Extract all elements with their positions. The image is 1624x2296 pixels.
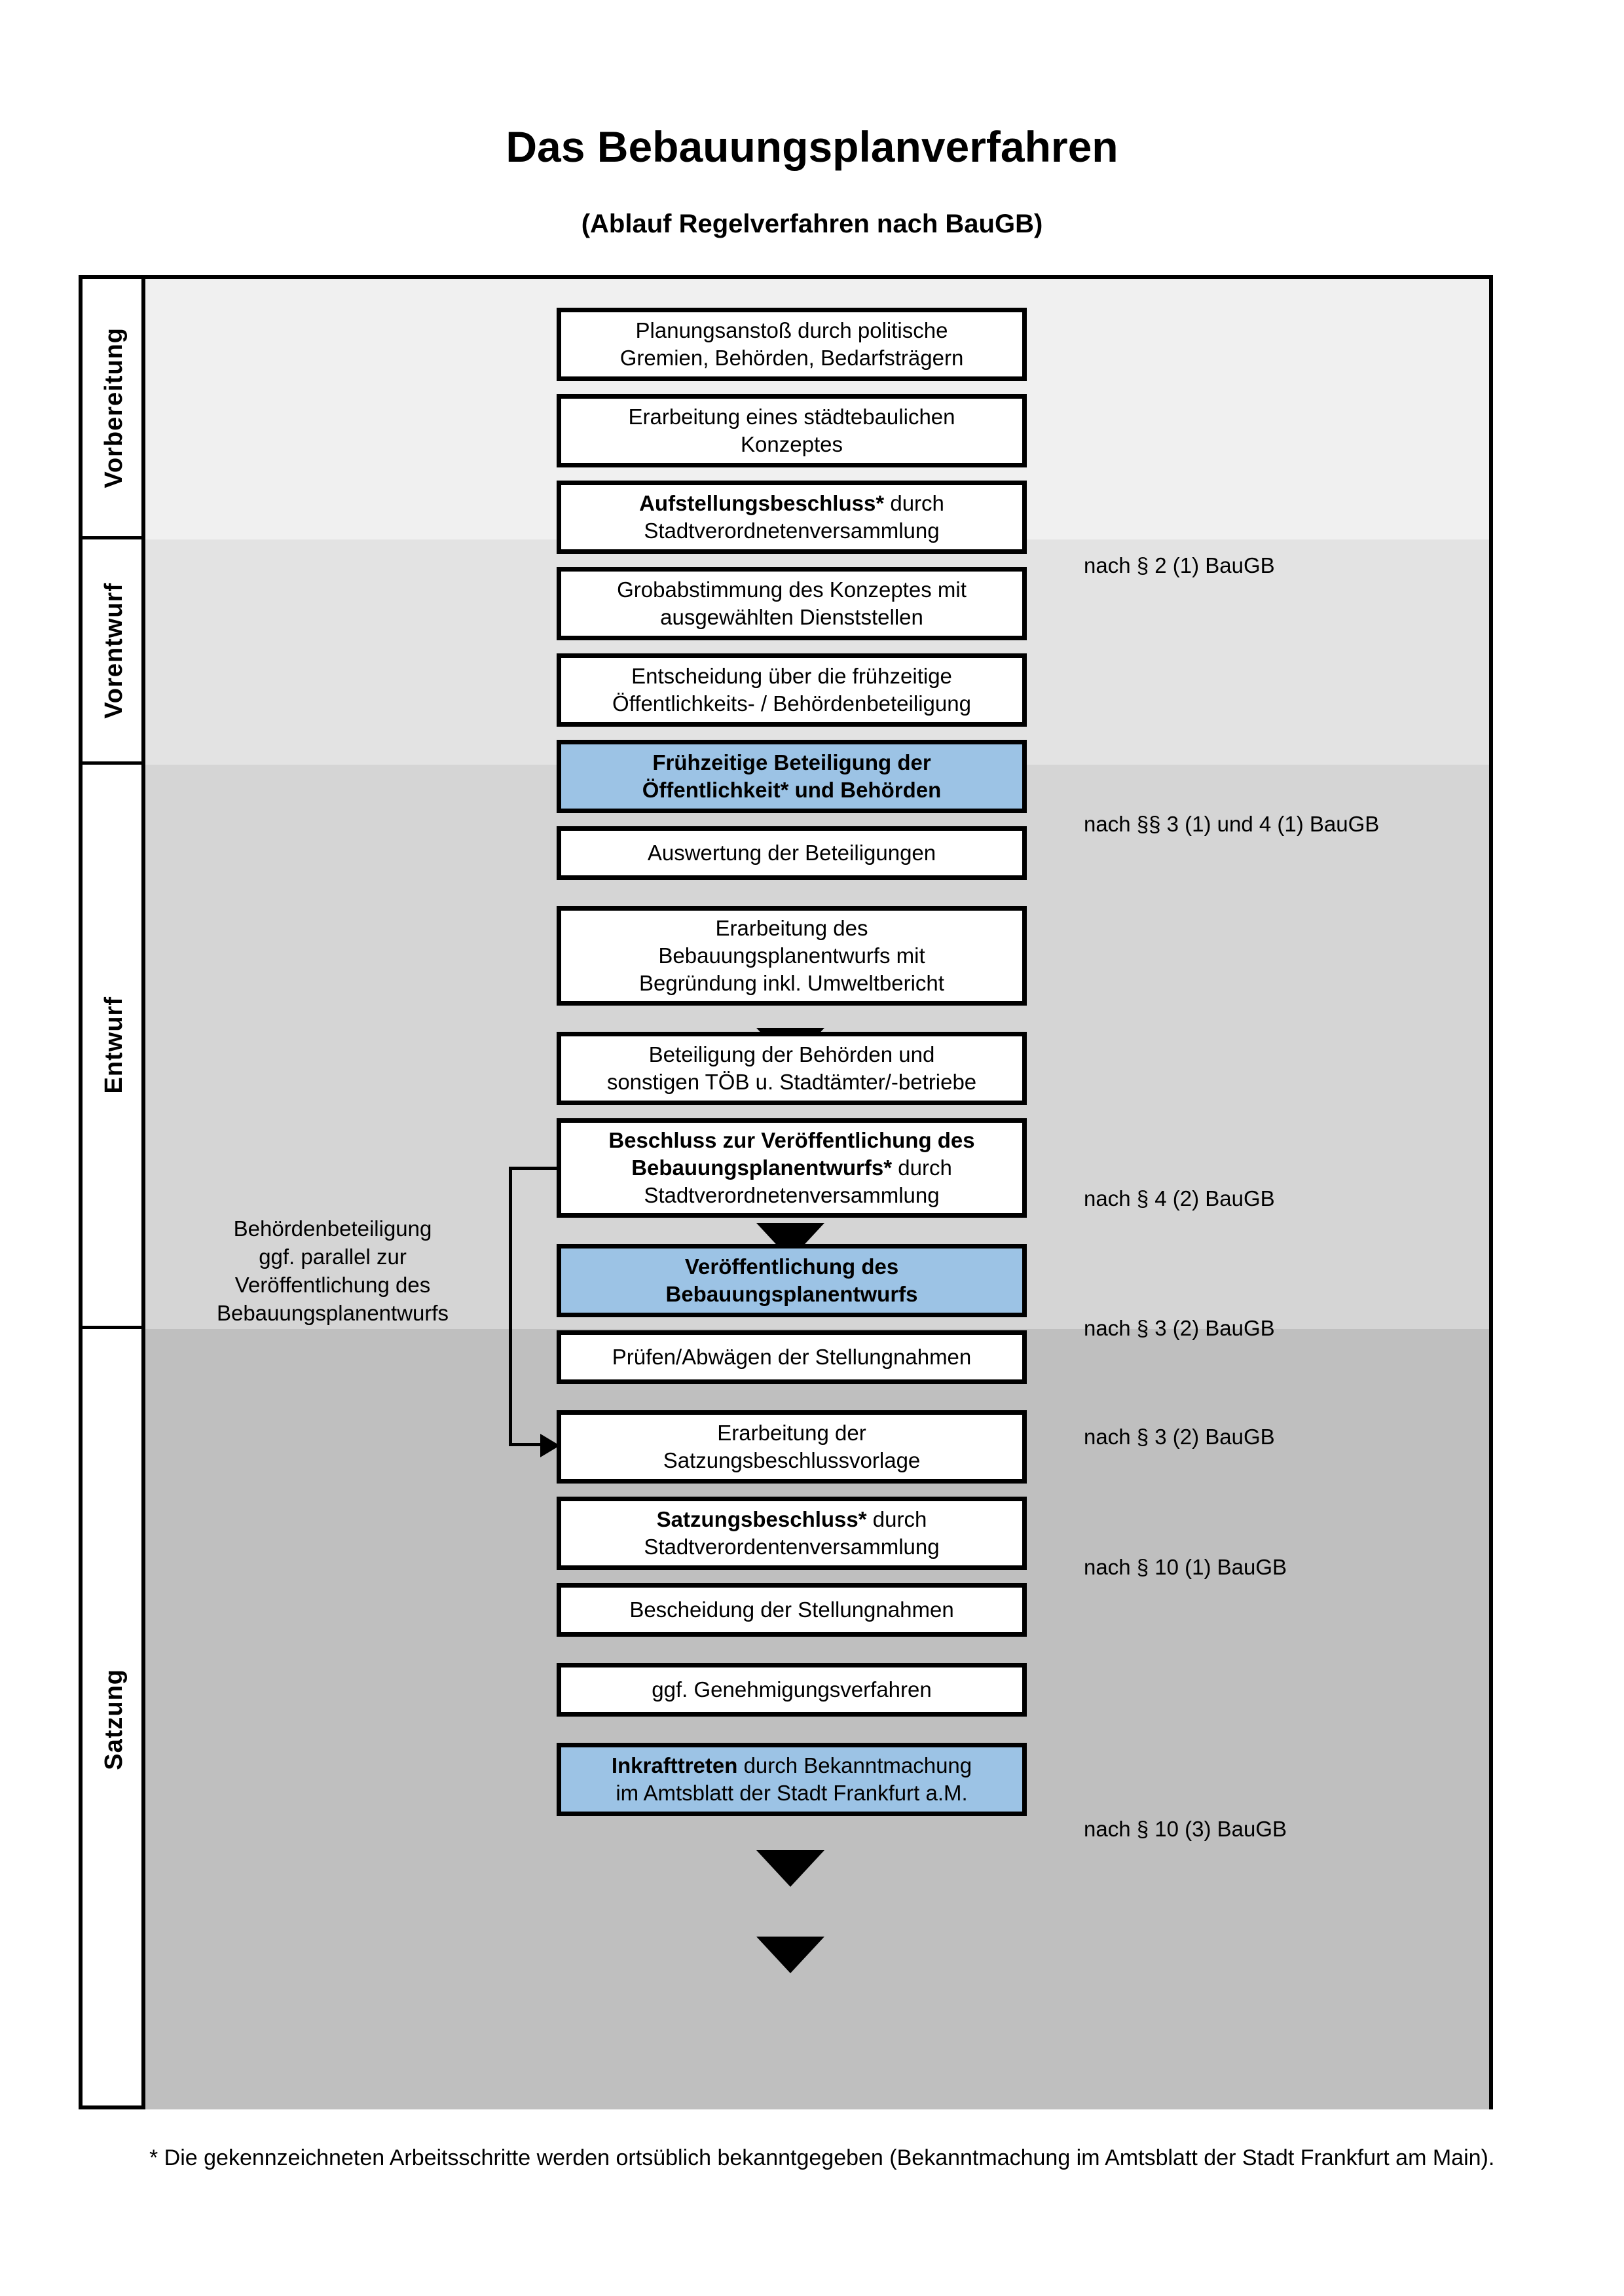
flow-arrow	[756, 1937, 824, 1973]
page-subtitle: (Ablauf Regelverfahren nach BauGB)	[581, 210, 1043, 238]
side-note-line: Veröffentlichung des	[234, 1272, 431, 1297]
step-line-rest: durch	[866, 1506, 927, 1531]
step-box-erarbeitung-entwurf[interactable]: Erarbeitung des Bebauungsplanentwurfs mi…	[557, 906, 1027, 1006]
step-line: Frühzeitige Beteiligung der	[652, 750, 931, 774]
side-note-line: Behördenbeteiligung	[233, 1216, 432, 1241]
side-note-line: ggf. parallel zur	[259, 1244, 407, 1269]
step-box-satzungsbeschlussvorlage[interactable]: Erarbeitung der Satzungsbeschlussvorlage	[557, 1410, 1027, 1484]
legal-note-par10-3: nach § 10 (3) BauGB	[1084, 1817, 1287, 1841]
step-line: Planungsanstoß durch politische	[635, 318, 948, 342]
step-box-veroeffentlichung[interactable]: Veröffentlichung des Bebauungsplanentwur…	[557, 1244, 1027, 1317]
parallel-branch-vertical	[509, 1167, 512, 1446]
step-line: Bebauungsplanentwurfs	[665, 1282, 918, 1306]
step-line: Prüfen/Abwägen der Stellungnahmen	[612, 1344, 972, 1369]
step-box-satzungsbeschluss[interactable]: Satzungsbeschluss* durch Stadtverordente…	[557, 1497, 1027, 1570]
step-line: Satzungsbeschlussvorlage	[663, 1448, 921, 1472]
step-box-auswertung[interactable]: Auswertung der Beteiligungen	[557, 826, 1027, 880]
step-box-inkrafttreten[interactable]: Inkrafttreten durch Bekanntmachung im Am…	[557, 1743, 1027, 1816]
step-line-bold: Inkrafttreten	[611, 1753, 738, 1777]
stage-label-vorentwurf: Vorentwurf	[83, 539, 145, 765]
legal-note-par3-4: nach §§ 3 (1) und 4 (1) BauGB	[1084, 812, 1380, 836]
step-line: Stadtverordnetenversammlung	[644, 519, 940, 543]
stage-label-satzung: Satzung	[83, 1329, 145, 2109]
step-box-entscheidung-fruehzeitig[interactable]: Entscheidung über die frühzeitige Öffent…	[557, 653, 1027, 727]
step-box-pruefen-abwaegen[interactable]: Prüfen/Abwägen der Stellungnahmen	[557, 1330, 1027, 1384]
step-box-fruehzeitige-beteiligung[interactable]: Frühzeitige Beteiligung der Öffentlichke…	[557, 740, 1027, 813]
legal-note-par4-2: nach § 4 (2) BauGB	[1084, 1186, 1275, 1211]
step-line: Beschluss zur Veröffentlichung des	[608, 1127, 975, 1152]
step-box-bescheidung[interactable]: Bescheidung der Stellungnahmen	[557, 1583, 1027, 1637]
step-line: Entscheidung über die frühzeitige	[631, 663, 952, 688]
flow-arrow	[756, 1850, 824, 1887]
stage-label-text: Vorbereitung	[100, 327, 128, 488]
step-line: Erarbeitung des	[715, 915, 868, 940]
parallel-branch-top	[509, 1167, 559, 1170]
step-line: Bescheidung der Stellungnahmen	[629, 1597, 954, 1622]
step-line: Öffentlichkeits- / Behördenbeteiligung	[612, 691, 971, 716]
legal-note-par10-1: nach § 10 (1) BauGB	[1084, 1555, 1287, 1579]
step-line: Öffentlichkeit* und Behörden	[642, 778, 942, 802]
step-line: Grobabstimmung des Konzeptes mit	[617, 577, 967, 602]
step-line: Beteiligung der Behörden und	[648, 1042, 935, 1066]
step-box-grobabstimmung[interactable]: Grobabstimmung des Konzeptes mit ausgewä…	[557, 567, 1027, 640]
step-line-rest: durch	[884, 490, 944, 515]
step-line: Inkrafttreten durch Bekanntmachung	[612, 1752, 972, 1779]
side-note-line: Bebauungsplanentwurfs	[216, 1300, 449, 1325]
step-box-beschluss-veroeffentlichung[interactable]: Beschluss zur Veröffentlichung des Bebau…	[557, 1118, 1027, 1218]
step-line: Begründung inkl. Umweltbericht	[639, 971, 944, 996]
page-title: Das Bebauungsplanverfahren	[506, 122, 1118, 171]
stage-label-vorbereitung: Vorbereitung	[83, 279, 145, 539]
step-line-rest: durch Bekanntmachung	[737, 1753, 972, 1777]
step-box-genehmigungsverfahren[interactable]: ggf. Genehmigungsverfahren	[557, 1663, 1027, 1717]
step-box-aufstellungsbeschluss[interactable]: Aufstellungsbeschluss* durch Stadtverord…	[557, 481, 1027, 554]
step-line-rest: durch	[892, 1155, 952, 1180]
parallel-branch-bottom	[509, 1443, 540, 1446]
step-line: Veröffentlichung des	[684, 1254, 899, 1279]
legal-note-par3-2a: nach § 3 (2) BauGB	[1084, 1316, 1275, 1340]
step-line: Stadtverordnetenversammlung	[644, 1183, 940, 1208]
stage-label-column: Vorbereitung Vorentwurf Entwurf Satzung	[83, 279, 145, 2105]
step-line-bold: Satzungsbeschluss*	[656, 1506, 867, 1531]
step-line: ggf. Genehmigungsverfahren	[652, 1677, 932, 1702]
step-line: sonstigen TÖB u. Stadtämter/-betriebe	[606, 1070, 977, 1094]
step-line: Erarbeitung der	[717, 1420, 866, 1445]
step-line: Auswertung der Beteiligungen	[647, 840, 936, 865]
step-line: Aufstellungsbeschluss* durch	[639, 490, 944, 517]
step-line: Gremien, Behörden, Bedarfsträgern	[619, 346, 964, 370]
step-box-beteiligung-behoerden[interactable]: Beteiligung der Behörden und sonstigen T…	[557, 1032, 1027, 1105]
stage-label-entwurf: Entwurf	[83, 765, 145, 1329]
parallel-branch-arrowhead	[540, 1434, 560, 1457]
step-box-planungsanstoss[interactable]: Planungsanstoß durch politische Gremien,…	[557, 308, 1027, 381]
step-line: Bebauungsplanentwurfs* durch	[631, 1154, 952, 1182]
step-line-bold: Aufstellungsbeschluss*	[639, 490, 885, 515]
step-box-konzept[interactable]: Erarbeitung eines städtebaulichen Konzep…	[557, 394, 1027, 467]
stage-label-text: Entwurf	[100, 996, 128, 1094]
step-line: ausgewählten Dienststellen	[660, 605, 923, 629]
step-line: Satzungsbeschluss* durch	[657, 1506, 927, 1533]
step-line: Erarbeitung eines städtebaulichen	[628, 404, 955, 429]
stage-label-text: Satzung	[100, 1668, 128, 1770]
process-frame: Vorbereitung Vorentwurf Entwurf Satzung	[79, 275, 1493, 2109]
stage-label-text: Vorentwurf	[100, 582, 128, 719]
step-line: Konzeptes	[741, 432, 843, 456]
footnote: * Die gekennzeichneten Arbeitsschritte w…	[149, 2145, 1495, 2170]
legal-note-par2: nach § 2 (1) BauGB	[1084, 553, 1275, 577]
step-line: Bebauungsplanentwurfs mit	[658, 943, 925, 968]
legal-note-par3-2b: nach § 3 (2) BauGB	[1084, 1425, 1275, 1449]
parallel-procedure-note: Behördenbeteiligung ggf. parallel zur Ve…	[149, 1215, 516, 1328]
step-line-bold: Bebauungsplanentwurfs*	[631, 1155, 893, 1180]
step-line: im Amtsblatt der Stadt Frankfurt a.M.	[616, 1781, 968, 1805]
step-line: Stadtverordentenversammlung	[644, 1535, 940, 1559]
